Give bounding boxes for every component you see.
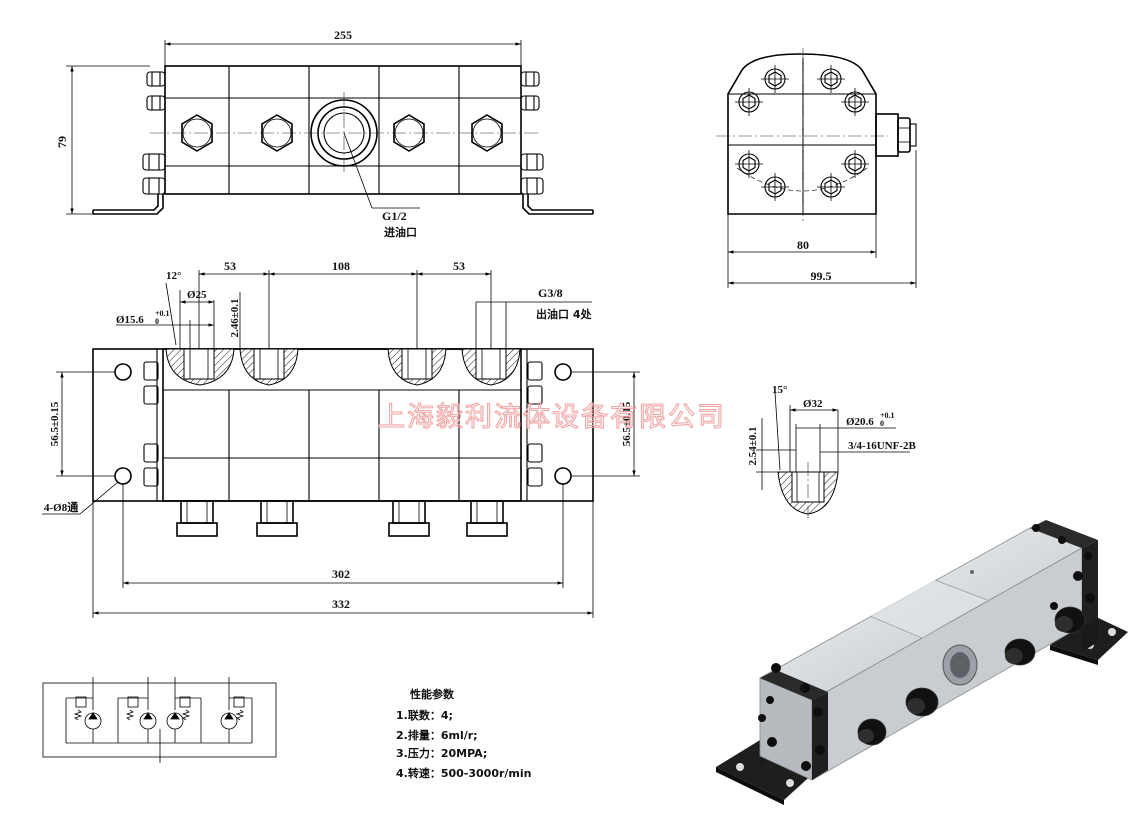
schematic-unit-4 [220, 683, 252, 743]
detail-bore-label: Ø32 [803, 398, 823, 410]
port-diameter-label: Ø15.6 [116, 314, 144, 326]
outlet-thread-label: G3/8 [538, 286, 563, 300]
pitch-right-dimension: 53 [453, 259, 465, 273]
detail-port-tolerance-lower: 0 [880, 419, 884, 428]
schematic-unit-3 [166, 683, 201, 743]
spec-item: 4.转速：500-3000r/min [396, 766, 531, 780]
detail-angle-label: 15° [772, 384, 787, 396]
mount-holes-label: 4-Ø8通 [44, 501, 78, 514]
top-view: 53 108 53 12° Ø25 Ø15.6 +0.1 0 2.46±0.1 … [42, 259, 640, 618]
hole-spacing-right: 56.5±0.15 [621, 401, 633, 446]
width-dimension: 255 [334, 28, 352, 42]
detail-depth-dimension: 2.54±0.1 [747, 426, 759, 465]
detail-port-tolerance-upper: +0.1 [880, 411, 895, 420]
outlet-label: 出油口 4处 [536, 307, 592, 321]
side-bolts [735, 65, 869, 201]
hole-pitch-dimension: 302 [332, 567, 350, 581]
depth-dimension: 2.46±0.1 [229, 298, 241, 337]
port-tolerance-upper: +0.1 [155, 309, 170, 318]
inlet-label: 进油口 [384, 225, 417, 239]
product-render [716, 520, 1128, 805]
hydraulic-schematic [42, 677, 277, 763]
schematic-unit-1 [66, 683, 102, 743]
watermark: 上海毅利流体设备有限公司 [378, 402, 726, 433]
hole-spacing-left: 56.5±0.15 [49, 401, 61, 446]
side-view: 80 99.5 [716, 48, 917, 288]
bore-diameter-label: Ø25 [187, 289, 207, 301]
overall-width-dimension: 99.5 [811, 269, 832, 283]
spec-item: 3.压力：20MPA; [396, 746, 487, 760]
left-angle-label: 12° [166, 270, 181, 282]
front-view: 255 79 [55, 28, 594, 239]
spec-item: 1.联数：4; [396, 708, 453, 722]
specs-block: 性能参数 1.联数：4; 2.排量：6ml/r; 3.压力：20MPA; 4.转… [396, 687, 531, 780]
pitch-center-dimension: 108 [332, 259, 350, 273]
inlet-thread-label: G1/2 [382, 209, 407, 223]
outlet-fittings [176, 500, 508, 537]
specs-title: 性能参数 [410, 687, 455, 701]
overall-length-dimension: 332 [332, 597, 350, 611]
detail-view: 15° Ø32 Ø20.6 +0.1 0 2.54±0.1 3/4-16UNF-… [747, 384, 916, 518]
detail-port-label: Ø20.6 [846, 416, 874, 428]
spec-item: 2.排量：6ml/r; [396, 728, 478, 742]
height-dimension: 79 [55, 136, 69, 148]
schematic-unit-2 [118, 683, 157, 743]
base-width-dimension: 80 [797, 238, 809, 252]
port-tolerance-lower: 0 [155, 317, 159, 326]
pitch-left-dimension: 53 [224, 259, 236, 273]
detail-thread-label: 3/4-16UNF-2B [848, 440, 916, 452]
